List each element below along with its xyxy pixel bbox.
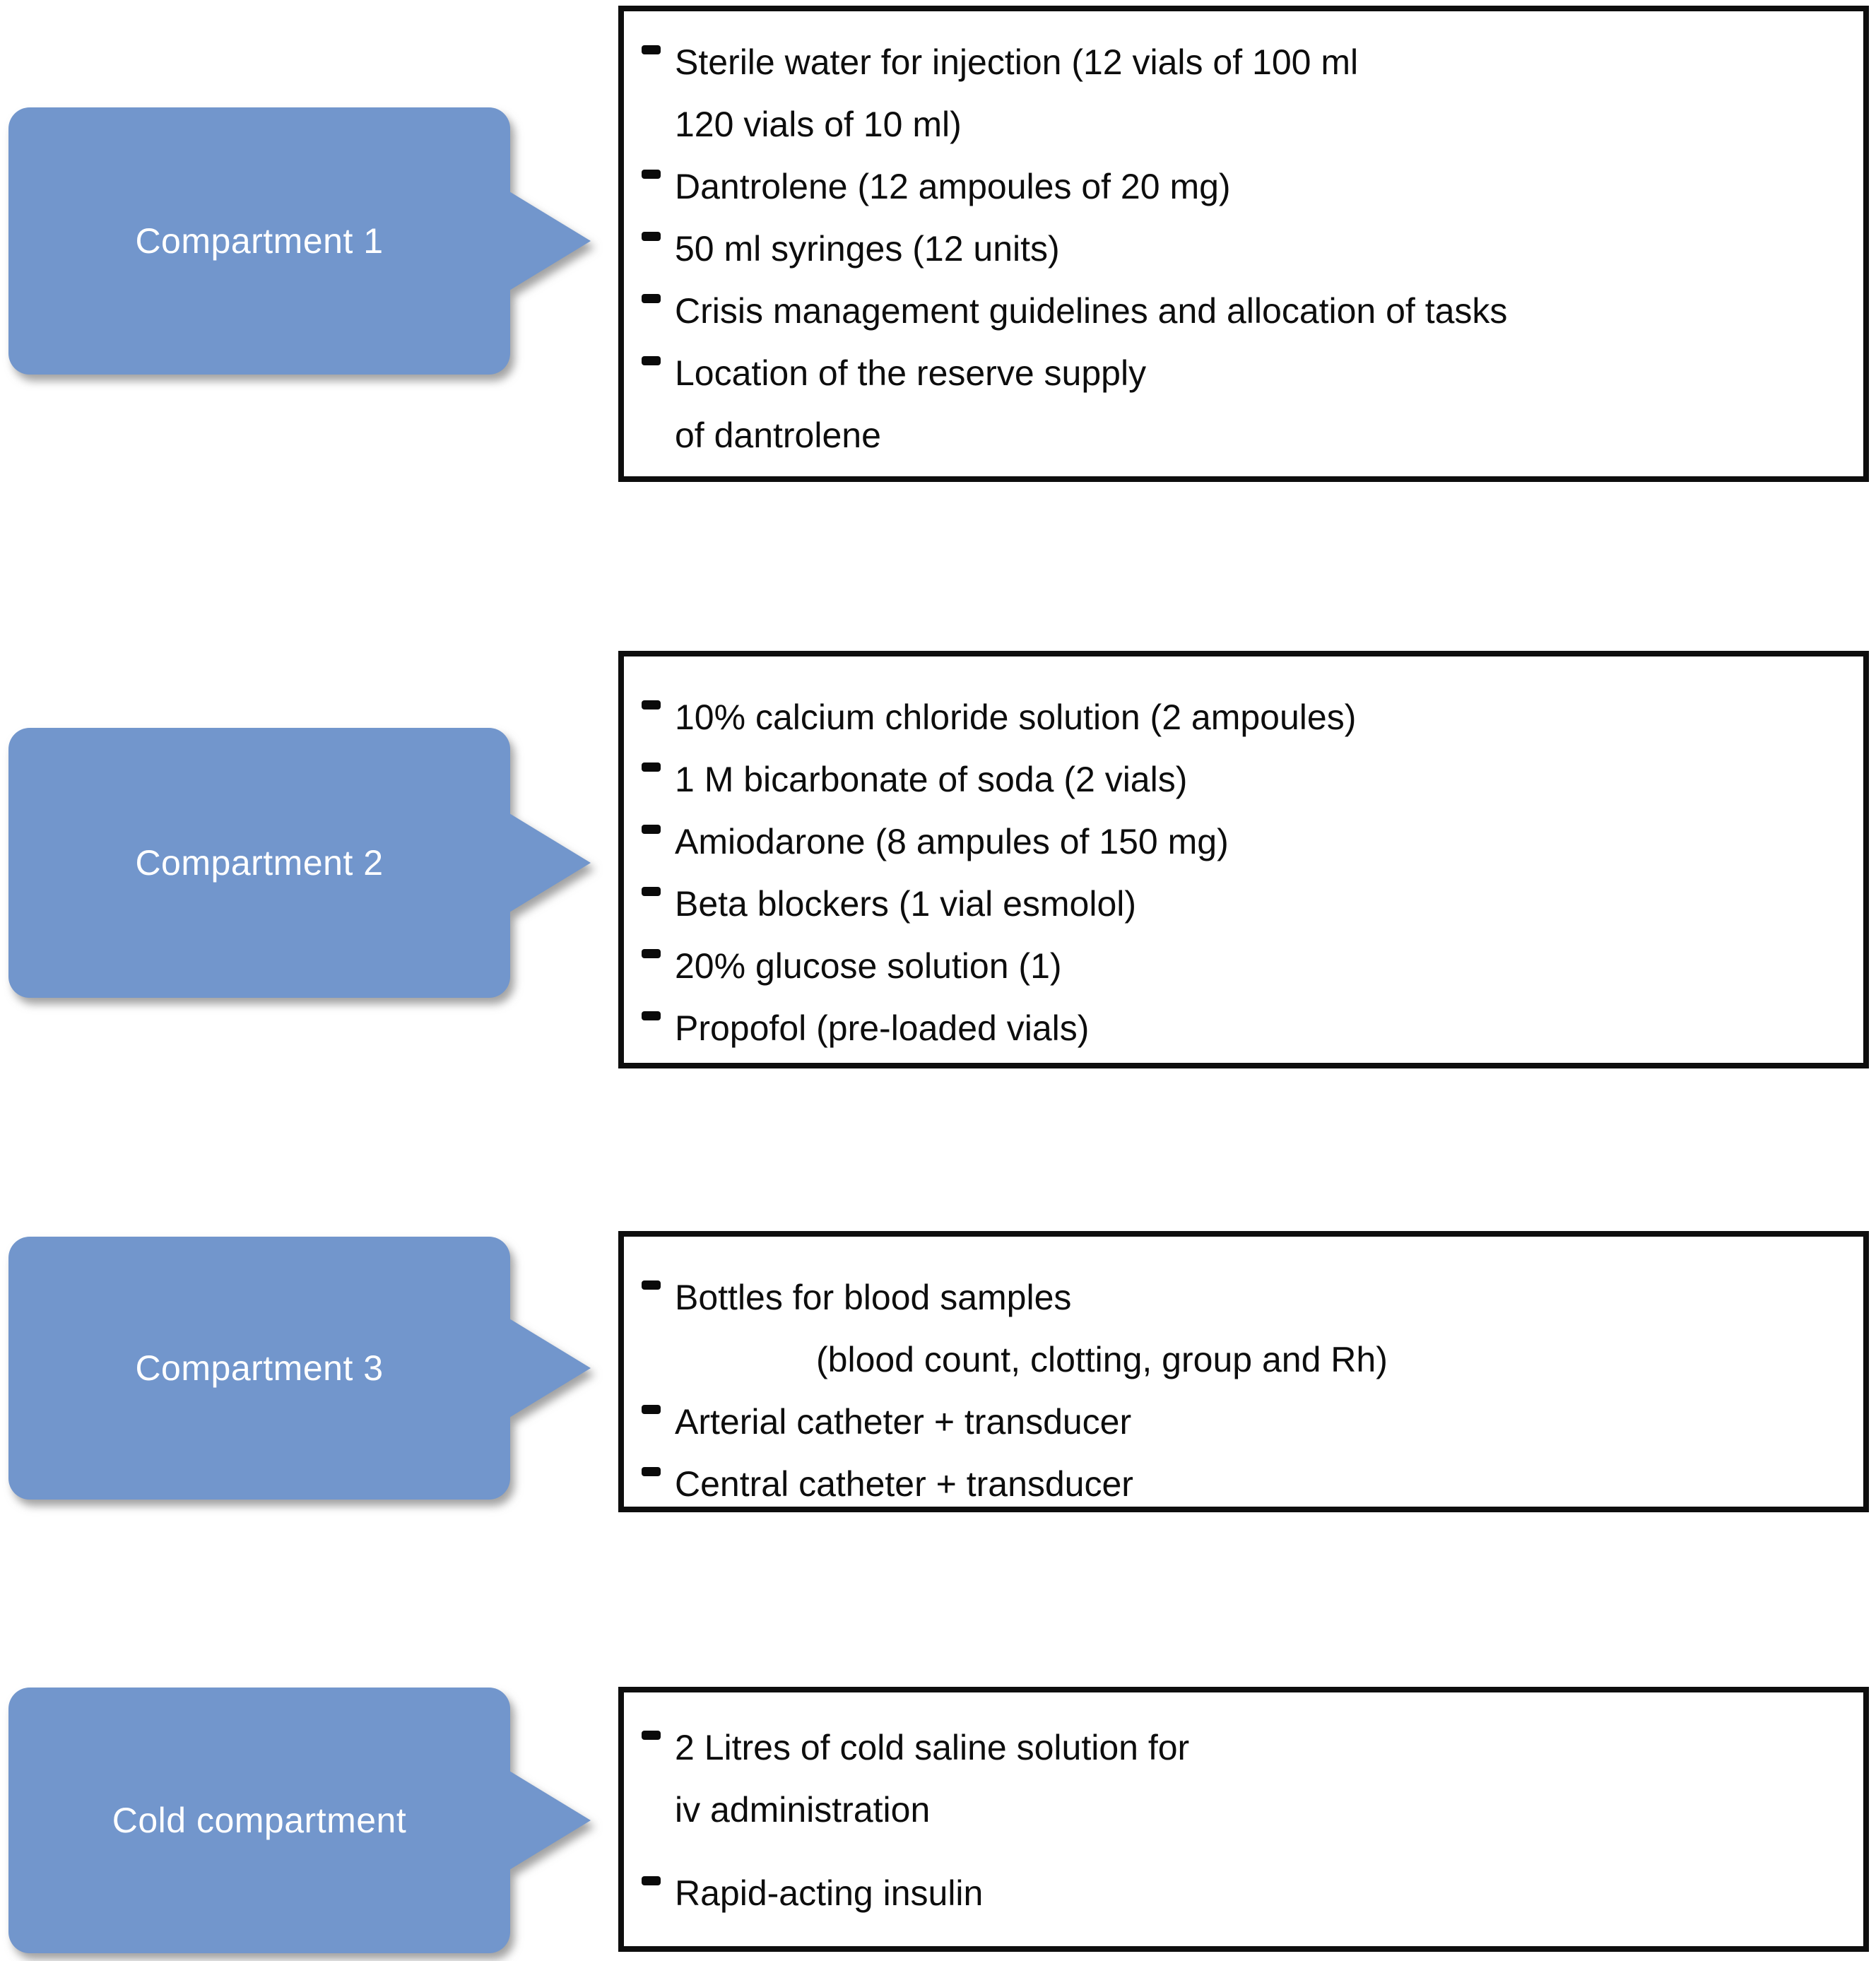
box-compartment-1-list: Sterile water for injection (12 vials of… [624,11,1863,466]
box-compartment-1-contents: Sterile water for injection (12 vials of… [618,6,1869,482]
callout-compartment-3-arrow-icon [506,1317,591,1420]
list-item: Rapid-acting insulin [642,1862,1849,1924]
list-item-wrap: iv administration [675,1790,931,1830]
callout-compartment-1-arrow-icon [506,189,591,293]
callout-cold-compartment-label: Cold compartment [112,1801,407,1840]
list-item: Arterial catheter + transducer [642,1391,1849,1453]
list-item: 2 Litres of cold saline solution for [642,1716,1849,1779]
callout-compartment-2-arrow-icon [506,811,591,914]
callout-compartment-1-label: Compartment 1 [135,221,384,261]
list-item: Sterile water for injection (12 vials of… [642,31,1849,93]
list-item: Dantrolene (12 ampoules of 20 mg) [642,155,1849,218]
callout-compartment-3-body: Compartment 3 [8,1237,510,1500]
list-item: Propofol (pre-loaded vials) [642,997,1849,1059]
box-compartment-3-list: Bottles for blood samples (blood count, … [624,1237,1863,1515]
list-item: Bottles for blood samples [642,1266,1849,1329]
list-item: 1 M bicarbonate of soda (2 vials) [642,748,1849,811]
box-compartment-2-contents: 10% calcium chloride solution (2 ampoule… [618,651,1869,1068]
callout-compartment-3-label: Compartment 3 [135,1348,384,1388]
box-compartment-3-contents: Bottles for blood samples (blood count, … [618,1231,1869,1512]
list-item: 20% glucose solution (1) [642,935,1849,997]
callout-compartment-2-body: Compartment 2 [8,728,510,998]
callout-compartment-3: Compartment 3 [8,1237,591,1500]
callout-compartment-2-label: Compartment 2 [135,843,384,883]
callout-cold-compartment-arrow-icon [506,1769,591,1872]
callout-cold-compartment: Cold compartment [8,1688,591,1953]
box-compartment-2-list: 10% calcium chloride solution (2 ampoule… [624,656,1863,1059]
list-item: 50 ml syringes (12 units) [642,218,1849,280]
list-item: Beta blockers (1 vial esmolol) [642,873,1849,935]
list-item: 10% calcium chloride solution (2 ampoule… [642,686,1849,748]
box-cold-compartment-list: 2 Litres of cold saline solution for iv … [624,1692,1863,1924]
callout-compartment-1-body: Compartment 1 [8,107,510,375]
list-item: Central catheter + transducer [642,1453,1849,1515]
list-item-wrap: (blood count, clotting, group and Rh) [816,1340,1388,1379]
callout-compartment-2: Compartment 2 [8,728,591,998]
callout-compartment-1: Compartment 1 [8,107,591,375]
list-item: Amiodarone (8 ampules of 150 mg) [642,811,1849,873]
callout-cold-compartment-body: Cold compartment [8,1688,510,1953]
box-cold-compartment-contents: 2 Litres of cold saline solution for iv … [618,1687,1869,1952]
list-item-wrap: 120 vials of 10 ml) [675,105,962,144]
list-item: Crisis management guidelines and allocat… [642,280,1849,342]
list-item: Location of the reserve supply [642,342,1849,404]
list-item-wrap: of dantrolene [675,416,881,455]
